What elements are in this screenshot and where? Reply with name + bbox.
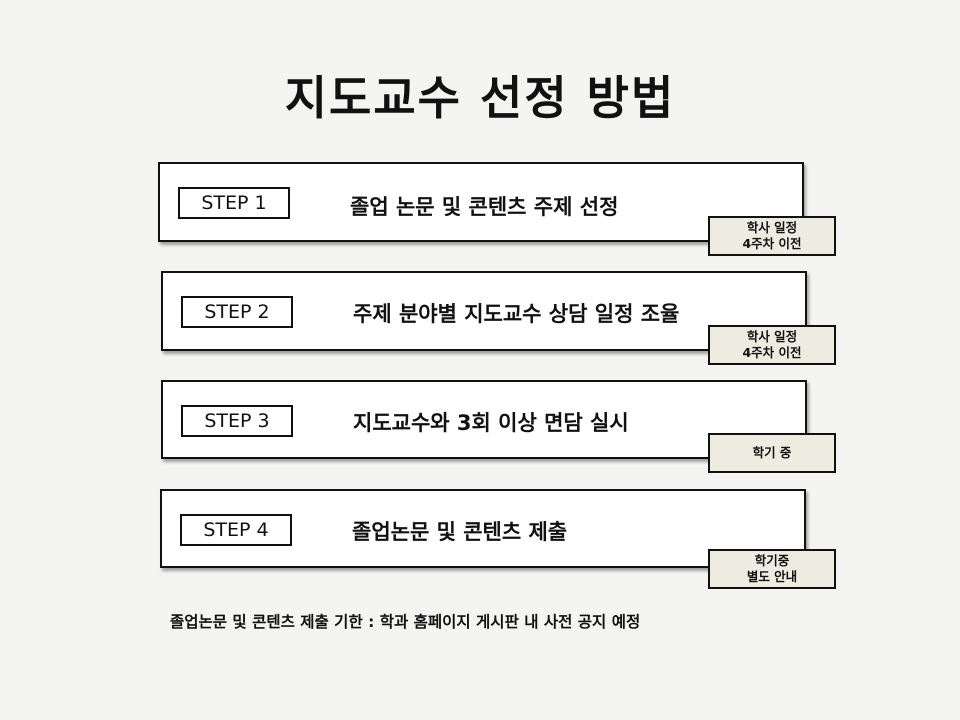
step-2-text: 주제 분야별 지도교수 상담 일정 조율 — [353, 302, 680, 326]
step-2-note: 학사 일정 4주차 이전 — [708, 325, 836, 365]
step-1-note-line-1: 학사 일정 — [746, 220, 798, 235]
step-3-box: STEP 3 지도교수와 3회 이상 면담 실시 — [161, 380, 807, 459]
step-3-note: 학기 중 — [708, 433, 836, 473]
step-1-note: 학사 일정 4주차 이전 — [708, 216, 836, 256]
step-1-label: STEP 1 — [178, 187, 290, 219]
step-4-note-line-1: 학기중 — [754, 553, 790, 568]
step-2-box: STEP 2 주제 분야별 지도교수 상담 일정 조율 — [161, 271, 807, 351]
step-3-note-line-1: 학기 중 — [752, 445, 792, 460]
step-4-box: STEP 4 졸업논문 및 콘텐츠 제출 — [160, 489, 806, 568]
step-4-note-line-2: 별도 안내 — [746, 569, 798, 584]
step-2-note-line-2: 4주차 이전 — [742, 345, 802, 360]
slide-title: 지도교수 선정 방법 — [284, 71, 676, 125]
step-4-label: STEP 4 — [180, 514, 292, 546]
step-1-note-line-2: 4주차 이전 — [742, 236, 802, 251]
step-4-text: 졸업논문 및 콘텐츠 제출 — [352, 520, 568, 544]
step-3-text: 지도교수와 3회 이상 면담 실시 — [353, 411, 629, 435]
step-1-text: 졸업 논문 및 콘텐츠 주제 선정 — [350, 195, 619, 219]
deadline-footer-note: 졸업논문 및 콘텐츠 제출 기한 : 학과 홈페이지 게시판 내 사전 공지 예… — [170, 613, 641, 631]
step-3-label: STEP 3 — [181, 405, 293, 437]
step-2-note-line-1: 학사 일정 — [746, 329, 798, 344]
step-2-label: STEP 2 — [181, 296, 293, 328]
step-1-box: STEP 1 졸업 논문 및 콘텐츠 주제 선정 — [158, 162, 804, 242]
step-4-note: 학기중 별도 안내 — [708, 549, 836, 589]
